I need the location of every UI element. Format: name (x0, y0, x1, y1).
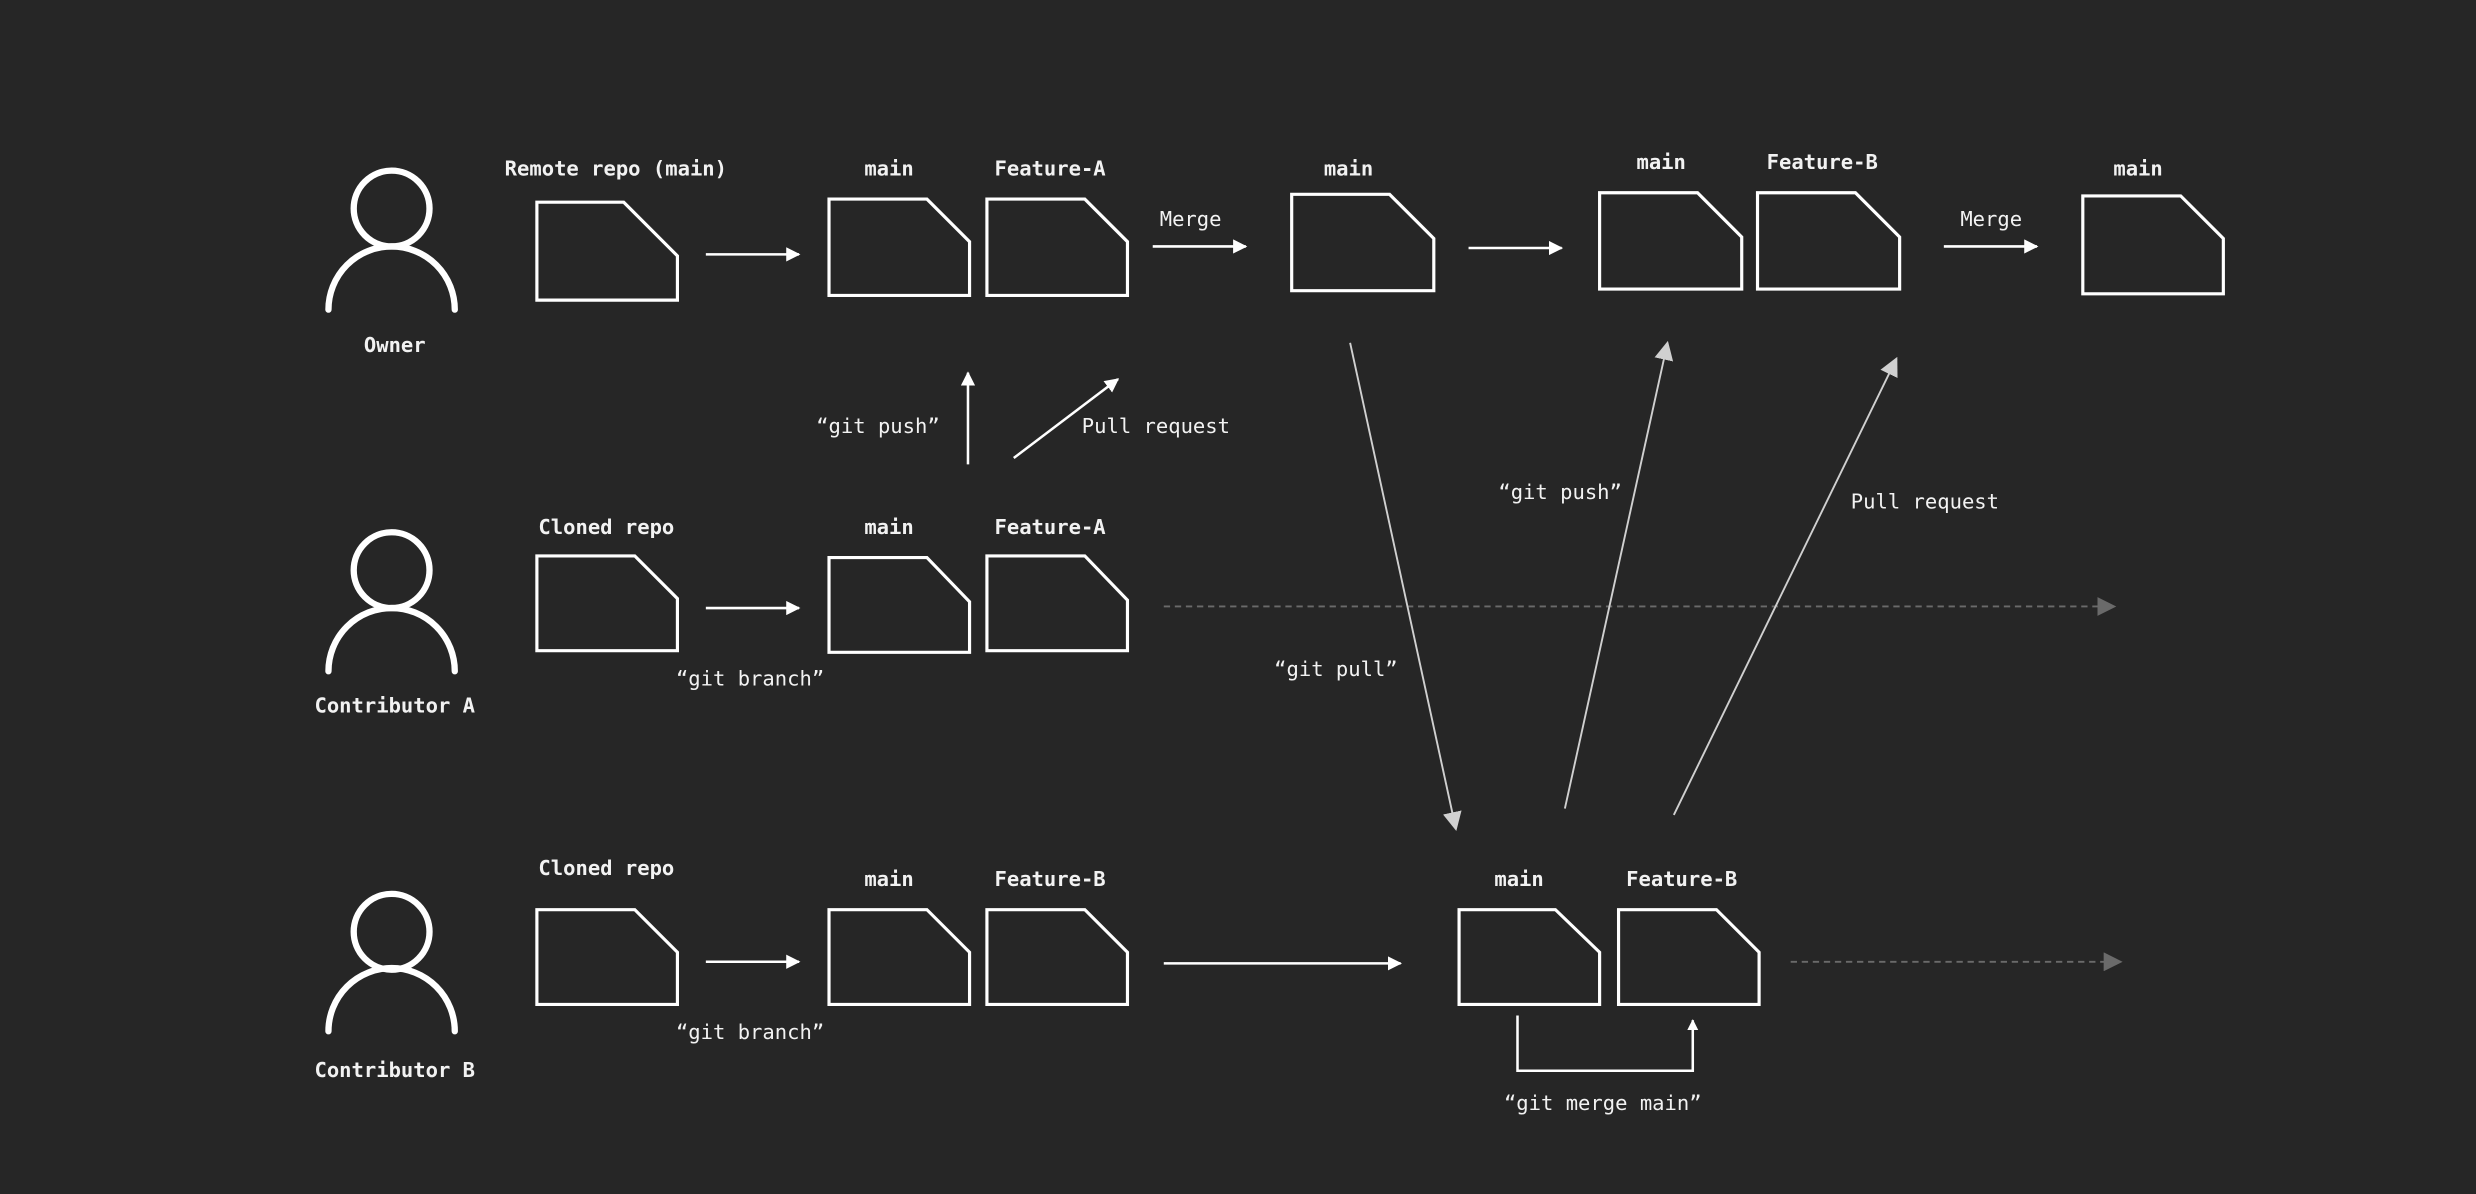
git-push-label: “git push” (816, 414, 940, 438)
git-merge-main-arrow (1516, 1015, 1699, 1072)
actor-contributor-b: Contributor B (314, 890, 475, 1082)
pull-request-label: Pull request (1082, 414, 1230, 438)
branch-main-document-icon[interactable] (827, 908, 972, 1006)
contributor-b-edges: “git pull” “git push” Pull request (1274, 340, 1999, 831)
git-push-label: “git push” (1498, 480, 1622, 504)
git-pull-arrow (1349, 342, 1462, 831)
owner-row: Remote repo (main) main Feature-A Merge … (505, 150, 2225, 302)
merge-label: Merge (1160, 207, 1222, 231)
pull-request-arrow (1672, 356, 1898, 816)
actor-label: Contributor A (314, 693, 475, 717)
cloned-repo-label: Cloned repo (538, 515, 674, 539)
branch-feature-b-document-icon[interactable] (1616, 908, 1761, 1006)
actor-contributor-a: Contributor A (314, 529, 476, 717)
person-icon (325, 167, 458, 313)
actor-label: Owner (364, 333, 426, 357)
branch-feature-a-document-icon[interactable] (985, 554, 1130, 653)
branch-feature-b-document-icon[interactable] (985, 908, 1130, 1006)
branch-label-feature-b: Feature-B (1626, 867, 1737, 891)
merge-label: Merge (1960, 207, 2022, 231)
contributor-a-row: Cloned repo “git branch” main Feature-A (535, 515, 2117, 690)
branch-feature-b-document-icon[interactable] (1755, 191, 1902, 291)
branch-label-main: main (864, 867, 913, 891)
branch-label-main: main (1636, 150, 1685, 174)
branch-label-feature-b: Feature-B (995, 867, 1106, 891)
cloned-repo-label: Cloned repo (538, 856, 674, 880)
branch-label-feature-a: Feature-A (995, 156, 1107, 180)
branch-label-main: main (864, 515, 913, 539)
branch-main-document-icon[interactable] (827, 555, 972, 654)
branch-main-document-icon[interactable] (827, 197, 972, 297)
branch-label-main: main (864, 156, 913, 180)
repo-document-icon[interactable] (535, 200, 680, 302)
git-branch-label: “git branch” (676, 1020, 824, 1044)
branch-label-main: main (1324, 156, 1373, 180)
git-push-arrow (1563, 340, 1674, 809)
pull-request-arrow (1013, 378, 1120, 460)
branch-main-document-icon[interactable] (1598, 191, 1744, 291)
branch-label-feature-a: Feature-A (995, 515, 1107, 539)
branch-main-document-icon[interactable] (1290, 192, 1436, 293)
remote-repo-label: Remote repo (main) (505, 156, 727, 180)
actor-owner: Owner (325, 167, 458, 357)
person-icon (325, 890, 458, 1035)
git-merge-main-label: “git merge main” (1504, 1091, 1702, 1115)
branch-main-document-icon[interactable] (1457, 908, 1602, 1006)
branch-label-main: main (1494, 867, 1543, 891)
branch-label-feature-b: Feature-B (1767, 150, 1878, 174)
contributor-a-edges: “git push” Pull request (816, 371, 1230, 465)
person-icon (325, 529, 458, 675)
branch-label-main: main (2113, 156, 2162, 180)
repo-document-icon[interactable] (535, 908, 680, 1006)
actor-label: Contributor B (314, 1058, 475, 1082)
git-pull-label: “git pull” (1274, 657, 1398, 681)
pull-request-label: Pull request (1851, 490, 1999, 514)
contributor-b-row: Cloned repo “git branch” main Feature-B … (535, 856, 2123, 1115)
branch-feature-a-document-icon[interactable] (985, 197, 1130, 297)
git-branch-label: “git branch” (676, 666, 824, 690)
branch-main-document-icon[interactable] (2081, 194, 2225, 296)
repo-document-icon[interactable] (535, 554, 680, 653)
